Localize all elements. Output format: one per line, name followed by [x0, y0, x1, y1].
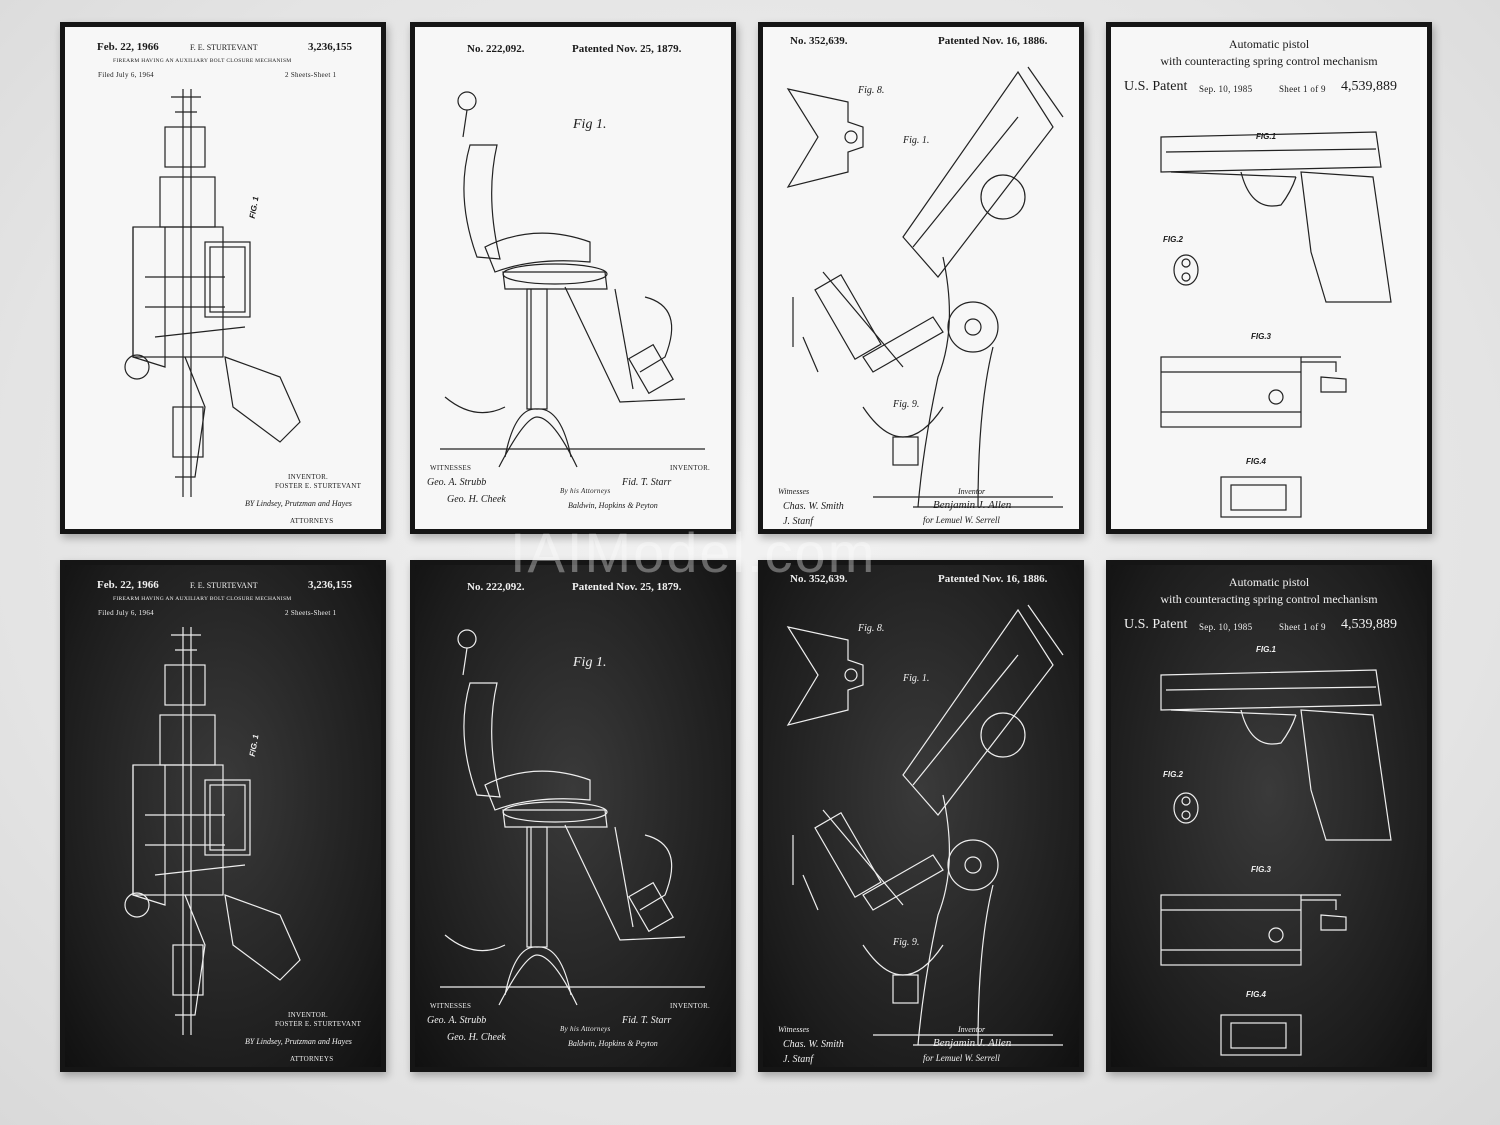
patent-filed: Filed July 6, 1964: [98, 609, 154, 617]
attorney-signature: BY Lindsey, Prutzman and Hayes: [245, 1037, 352, 1046]
witness-signature-1: Geo. A. Strubb: [427, 1015, 487, 1026]
patent-sheet: Sheet 1 of 9: [1279, 84, 1326, 94]
inventor-name: FOSTER E. STURTEVANT: [275, 1020, 362, 1028]
figure-label-1: FIG.1: [1256, 132, 1277, 141]
figure-label-3: FIG.3: [1251, 332, 1272, 341]
patent-sheets: 2 Sheets-Sheet 1: [285, 609, 337, 617]
patent-inventor-header: F. E. STURTEVANT: [190, 581, 258, 590]
patent-title-line-2: with counteracting spring control mechan…: [1160, 592, 1378, 606]
patent-label: U.S. Patent: [1124, 79, 1188, 94]
figure-label-2: FIG.2: [1163, 235, 1184, 244]
patent-date: Sep. 10, 1985: [1199, 84, 1253, 94]
patent-date: Sep. 10, 1985: [1199, 622, 1253, 632]
attorney-signature: Baldwin, Hopkins & Peyton: [568, 1039, 658, 1048]
pistol-patent-poster-dark: Automatic pistol with counteracting spri…: [1106, 560, 1432, 1072]
inventor-label: INVENTOR.: [670, 464, 711, 472]
patent-number: 4,539,889: [1341, 617, 1397, 632]
attorneys-label: By his Attorneys: [560, 487, 611, 495]
patent-subtitle: FIREARM HAVING AN AUXILIARY BOLT CLOSURE…: [113, 596, 292, 602]
chair-patent-poster-light: No. 222,092. Patented Nov. 25, 1879. Fig…: [410, 22, 736, 534]
witness-signature-2: J. Stanf: [783, 1054, 813, 1065]
rifle-patent-poster-dark: Feb. 22, 1966 F. E. STURTEVANT 3,236,155…: [60, 560, 386, 1072]
figure-label: Fig 1.: [573, 117, 607, 132]
inventor-label: INVENTOR.: [288, 1011, 329, 1019]
witnesses-label: WITNESSES: [430, 1002, 472, 1010]
figure-label-4: FIG.4: [1246, 457, 1267, 466]
witnesses-label: Witnesses: [778, 1025, 810, 1034]
barber-chair-drawing: [440, 91, 705, 468]
patent-label: U.S. Patent: [1124, 617, 1188, 632]
patent-number: No. 222,092.: [467, 43, 525, 55]
inventor-signature: Benjamin J. Allen: [933, 499, 1012, 511]
patent-number: 4,539,889: [1341, 79, 1397, 94]
microscope-drawing: [786, 604, 1064, 1046]
figure-label-1: FIG.1: [1256, 645, 1277, 654]
inventor-signature: Fid. T. Starr: [622, 477, 672, 488]
figure-label-2: FIG.2: [1163, 770, 1184, 779]
inventor-label: Inventor: [958, 1025, 986, 1034]
patent-filed: Filed July 6, 1964: [98, 71, 154, 79]
microscope-patent-poster-dark: No. 352,639. Patented Nov. 16, 1886. Fig…: [758, 560, 1084, 1072]
patent-date: Patented Nov. 16, 1886.: [938, 35, 1048, 47]
inventor-name: FOSTER E. STURTEVANT: [275, 482, 362, 490]
figure-label-4: FIG.4: [1246, 990, 1267, 999]
figure-label-8: Fig. 8.: [858, 85, 885, 96]
witness-signature-1: Chas. W. Smith: [783, 501, 844, 512]
witnesses-label: Witnesses: [778, 487, 810, 496]
patent-title-line-2: with counteracting spring control mechan…: [1160, 54, 1378, 68]
microscope-patent-poster-light: No. 352,639. Patented Nov. 16, 1886. Fig…: [758, 22, 1084, 534]
patent-date: Patented Nov. 25, 1879.: [572, 43, 682, 55]
patent-sheet: Sheet 1 of 9: [1279, 622, 1326, 632]
patent-number: No. 352,639.: [790, 35, 848, 47]
figure-label: Fig 1.: [573, 655, 607, 670]
patent-number: 3,236,155: [308, 579, 352, 591]
attorney-signature: for Lemuel W. Serrell: [923, 1053, 1000, 1063]
figure-label-9: Fig. 9.: [893, 937, 920, 948]
witness-signature-2: Geo. H. Cheek: [447, 494, 506, 505]
patent-date: Feb. 22, 1966: [97, 41, 159, 53]
attorney-signature: BY Lindsey, Prutzman and Hayes: [245, 499, 352, 508]
rifle-patent-poster-light: Feb. 22, 1966 F. E. STURTEVANT 3,236,155…: [60, 22, 386, 534]
witnesses-label: WITNESSES: [430, 464, 472, 472]
patent-date: Patented Nov. 25, 1879.: [572, 581, 682, 593]
patent-inventor-header: F. E. STURTEVANT: [190, 43, 258, 52]
figure-label-9: Fig. 9.: [893, 399, 920, 410]
witness-signature-1: Chas. W. Smith: [783, 1039, 844, 1050]
patent-subtitle: FIREARM HAVING AN AUXILIARY BOLT CLOSURE…: [113, 58, 292, 64]
figure-label-1: Fig. 1.: [903, 673, 930, 684]
patent-number: 3,236,155: [308, 41, 352, 53]
pistol-patent-poster-light: Automatic pistol with counteracting spri…: [1106, 22, 1432, 534]
attorneys-label: By his Attorneys: [560, 1025, 611, 1033]
rifle-drawing: [124, 627, 301, 1035]
inventor-label: Inventor: [958, 487, 986, 496]
attorney-signature: Baldwin, Hopkins & Peyton: [568, 501, 658, 510]
pistol-drawing: [1160, 131, 1392, 518]
attorneys-label: ATTORNEYS: [290, 1055, 334, 1063]
barber-chair-drawing: [440, 629, 705, 1006]
patent-number: No. 352,639.: [790, 573, 848, 585]
patent-number: No. 222,092.: [467, 581, 525, 593]
attorneys-label: ATTORNEYS: [290, 517, 334, 525]
pistol-drawing: [1160, 669, 1392, 1056]
figure-label-3: FIG.3: [1251, 865, 1272, 874]
chair-patent-poster-dark: No. 222,092. Patented Nov. 25, 1879. Fig…: [410, 560, 736, 1072]
inventor-signature: Fid. T. Starr: [622, 1015, 672, 1026]
patent-date: Patented Nov. 16, 1886.: [938, 573, 1048, 585]
microscope-drawing: [786, 66, 1064, 508]
inventor-signature: Benjamin J. Allen: [933, 1037, 1012, 1049]
patent-title-line-1: Automatic pistol: [1228, 575, 1310, 589]
patent-sheets: 2 Sheets-Sheet 1: [285, 71, 337, 79]
patent-date: Feb. 22, 1966: [97, 579, 159, 591]
witness-signature-2: Geo. H. Cheek: [447, 1032, 506, 1043]
figure-label-8: Fig. 8.: [858, 623, 885, 634]
figure-label-1: Fig. 1.: [903, 135, 930, 146]
witness-signature-2: J. Stanf: [783, 516, 813, 527]
patent-title-line-1: Automatic pistol: [1228, 37, 1310, 51]
rifle-drawing: [124, 89, 301, 497]
inventor-label: INVENTOR.: [288, 473, 329, 481]
attorney-signature: for Lemuel W. Serrell: [923, 515, 1000, 525]
witness-signature-1: Geo. A. Strubb: [427, 477, 487, 488]
inventor-label: INVENTOR.: [670, 1002, 711, 1010]
